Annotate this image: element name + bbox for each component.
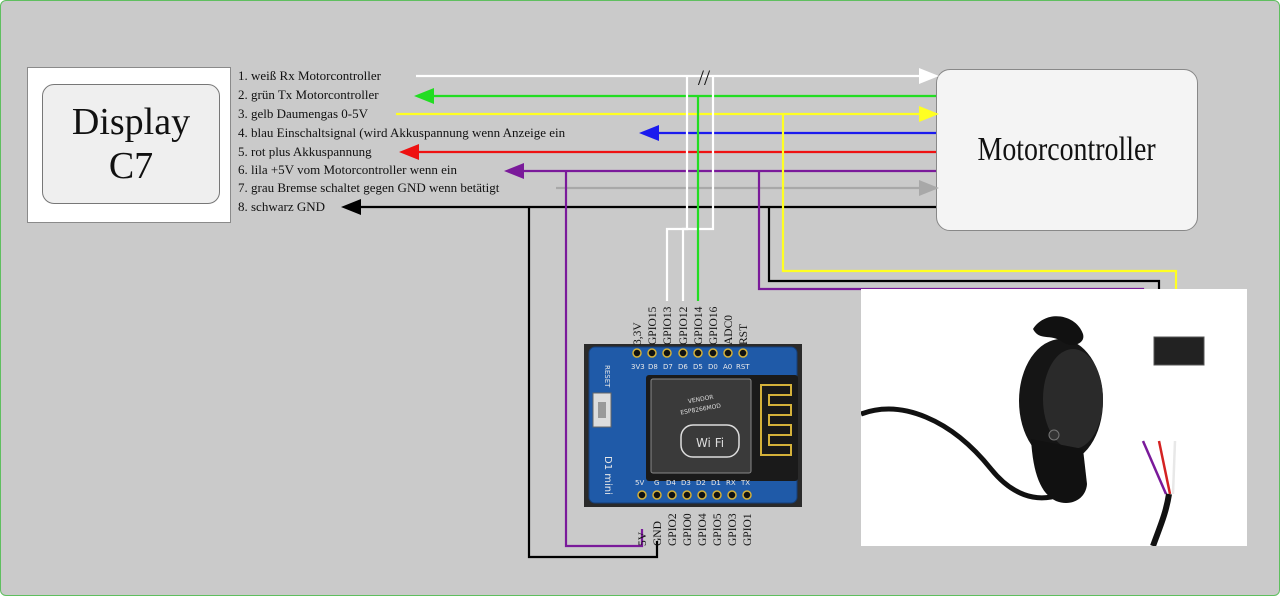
throttle-screw (1048, 429, 1060, 441)
silk-a0: A0 (723, 363, 732, 371)
wire-label-1: 1. weiß Rx Motorcontroller (238, 68, 381, 83)
top-header (632, 348, 748, 358)
display-title: Display (71, 101, 191, 143)
silk-5v: 5V (635, 479, 644, 487)
pin-bottom-gnd: GND (652, 521, 664, 546)
arrowheads (341, 68, 939, 215)
pin-top-3v3: 3,3V (632, 322, 644, 345)
bottom-header (637, 490, 752, 500)
pin-bottom-gpio3: GPIO3 (727, 513, 739, 546)
esp-module: VENDOR ESP8266MOD Wi Fi (646, 375, 798, 481)
wire-label-4: 4. blau Einschaltsignal (wird Akkuspannu… (238, 125, 566, 140)
pin-bottom-gpio2: GPIO2 (667, 513, 679, 546)
wire-label-7: 7. grau Bremse schaltet gegen GND wenn b… (238, 180, 500, 195)
arrow-blue (639, 125, 659, 141)
pin-bottom-gpio4: GPIO4 (697, 513, 709, 546)
antenna (760, 384, 792, 456)
silk-rx: RX (726, 479, 736, 487)
silk-3v3: 3V3 (631, 363, 645, 371)
thumb-throttle-photo (860, 289, 1247, 547)
pin-top-gpio16: GPIO16 (708, 306, 720, 345)
silk-d8: D8 (648, 363, 658, 371)
module-vendor: VENDOR (687, 394, 714, 405)
silk-d6: D6 (678, 363, 688, 371)
pin-top-gpio14: GPIO14 (693, 306, 705, 345)
silk-d2: D2 (696, 479, 706, 487)
display-unit: Display C7 (27, 67, 231, 223)
lead-red (1157, 440, 1172, 495)
model-silk: D1 mini (602, 456, 613, 495)
throttle-lever (1033, 316, 1084, 345)
lead-white (1171, 440, 1177, 495)
silk-d1: D1 (711, 479, 721, 487)
silk-tx: TX (740, 479, 750, 487)
pin-top-rst: RST (738, 323, 750, 345)
silk-d4: D4 (666, 479, 676, 487)
wire-label-5: 5. rot plus Akkuspannung (238, 144, 372, 159)
wifi-logo (680, 424, 740, 458)
silk-g: G (654, 479, 659, 487)
arrow-black (341, 199, 361, 215)
silk-rst: RST (736, 363, 750, 371)
pin-top-gpio13: GPIO13 (662, 306, 674, 345)
pin-bottom-gpio1: GPIO1 (742, 513, 754, 546)
pin-bottom-gpio5: GPIO5 (712, 513, 724, 546)
tap-black-gnd (527, 207, 659, 559)
pin-top-adc0: ADC0 (723, 314, 735, 345)
esp-board: 3V3 D8 D7 D6 D5 D0 A0 RST RESET VENDOR E… (584, 344, 802, 507)
throttle-connector (1153, 336, 1205, 366)
arrow-red (399, 144, 419, 160)
reset-silk: RESET (603, 365, 611, 388)
pin-top-gpio15: GPIO15 (647, 306, 659, 345)
arrow-green (414, 88, 434, 104)
bottom-silkscreen: 5V G D4 D3 D2 D1 RX TX (635, 479, 750, 487)
silk-d0: D0 (708, 363, 718, 371)
wire-label-2: 2. grün Tx Motorcontroller (238, 87, 379, 102)
pin-bottom-gpio0: GPIO0 (682, 513, 694, 546)
throttle-cable-bottom (1150, 493, 1172, 547)
silk-d5: D5 (693, 363, 703, 371)
thumb-throttle-drawing (860, 316, 1205, 547)
display-model: C7 (108, 145, 154, 187)
break-mark: // (698, 65, 711, 90)
arrow-grey (919, 180, 939, 196)
wifi-logo-text: Wi Fi (696, 436, 724, 450)
wire-label-8: 8. schwarz GND (238, 199, 326, 214)
lead-purple (1141, 440, 1168, 495)
pin-top-gpio12: GPIO12 (678, 306, 690, 345)
throttle-clamp (1031, 439, 1087, 504)
throttle-cable-left (860, 406, 1062, 501)
tap-purple-5v (564, 171, 644, 548)
motorcontroller-label: Motorcontroller (977, 131, 1157, 168)
throttle-face (1043, 349, 1103, 449)
wire-label-6: 6. lila +5V vom Motorcontroller wenn ein (238, 162, 458, 177)
arrow-purple (504, 163, 524, 179)
silk-d7: D7 (663, 363, 673, 371)
bus-wires (357, 74, 936, 209)
motorcontroller-box: Motorcontroller (936, 69, 1198, 231)
tap-white-gpio13 (665, 76, 689, 301)
arrow-white (919, 68, 939, 84)
arrow-yellow (919, 106, 939, 122)
top-silkscreen: 3V3 D8 D7 D6 D5 D0 A0 RST (631, 363, 750, 371)
silk-d3: D3 (681, 479, 691, 487)
display-screen: Display C7 (42, 84, 220, 204)
reset-button-cap (598, 402, 606, 418)
esp-wires (527, 76, 715, 559)
pin-bottom-5v: 5V (637, 531, 649, 546)
wire-label-3: 3. gelb Daumengas 0-5V (238, 106, 368, 121)
